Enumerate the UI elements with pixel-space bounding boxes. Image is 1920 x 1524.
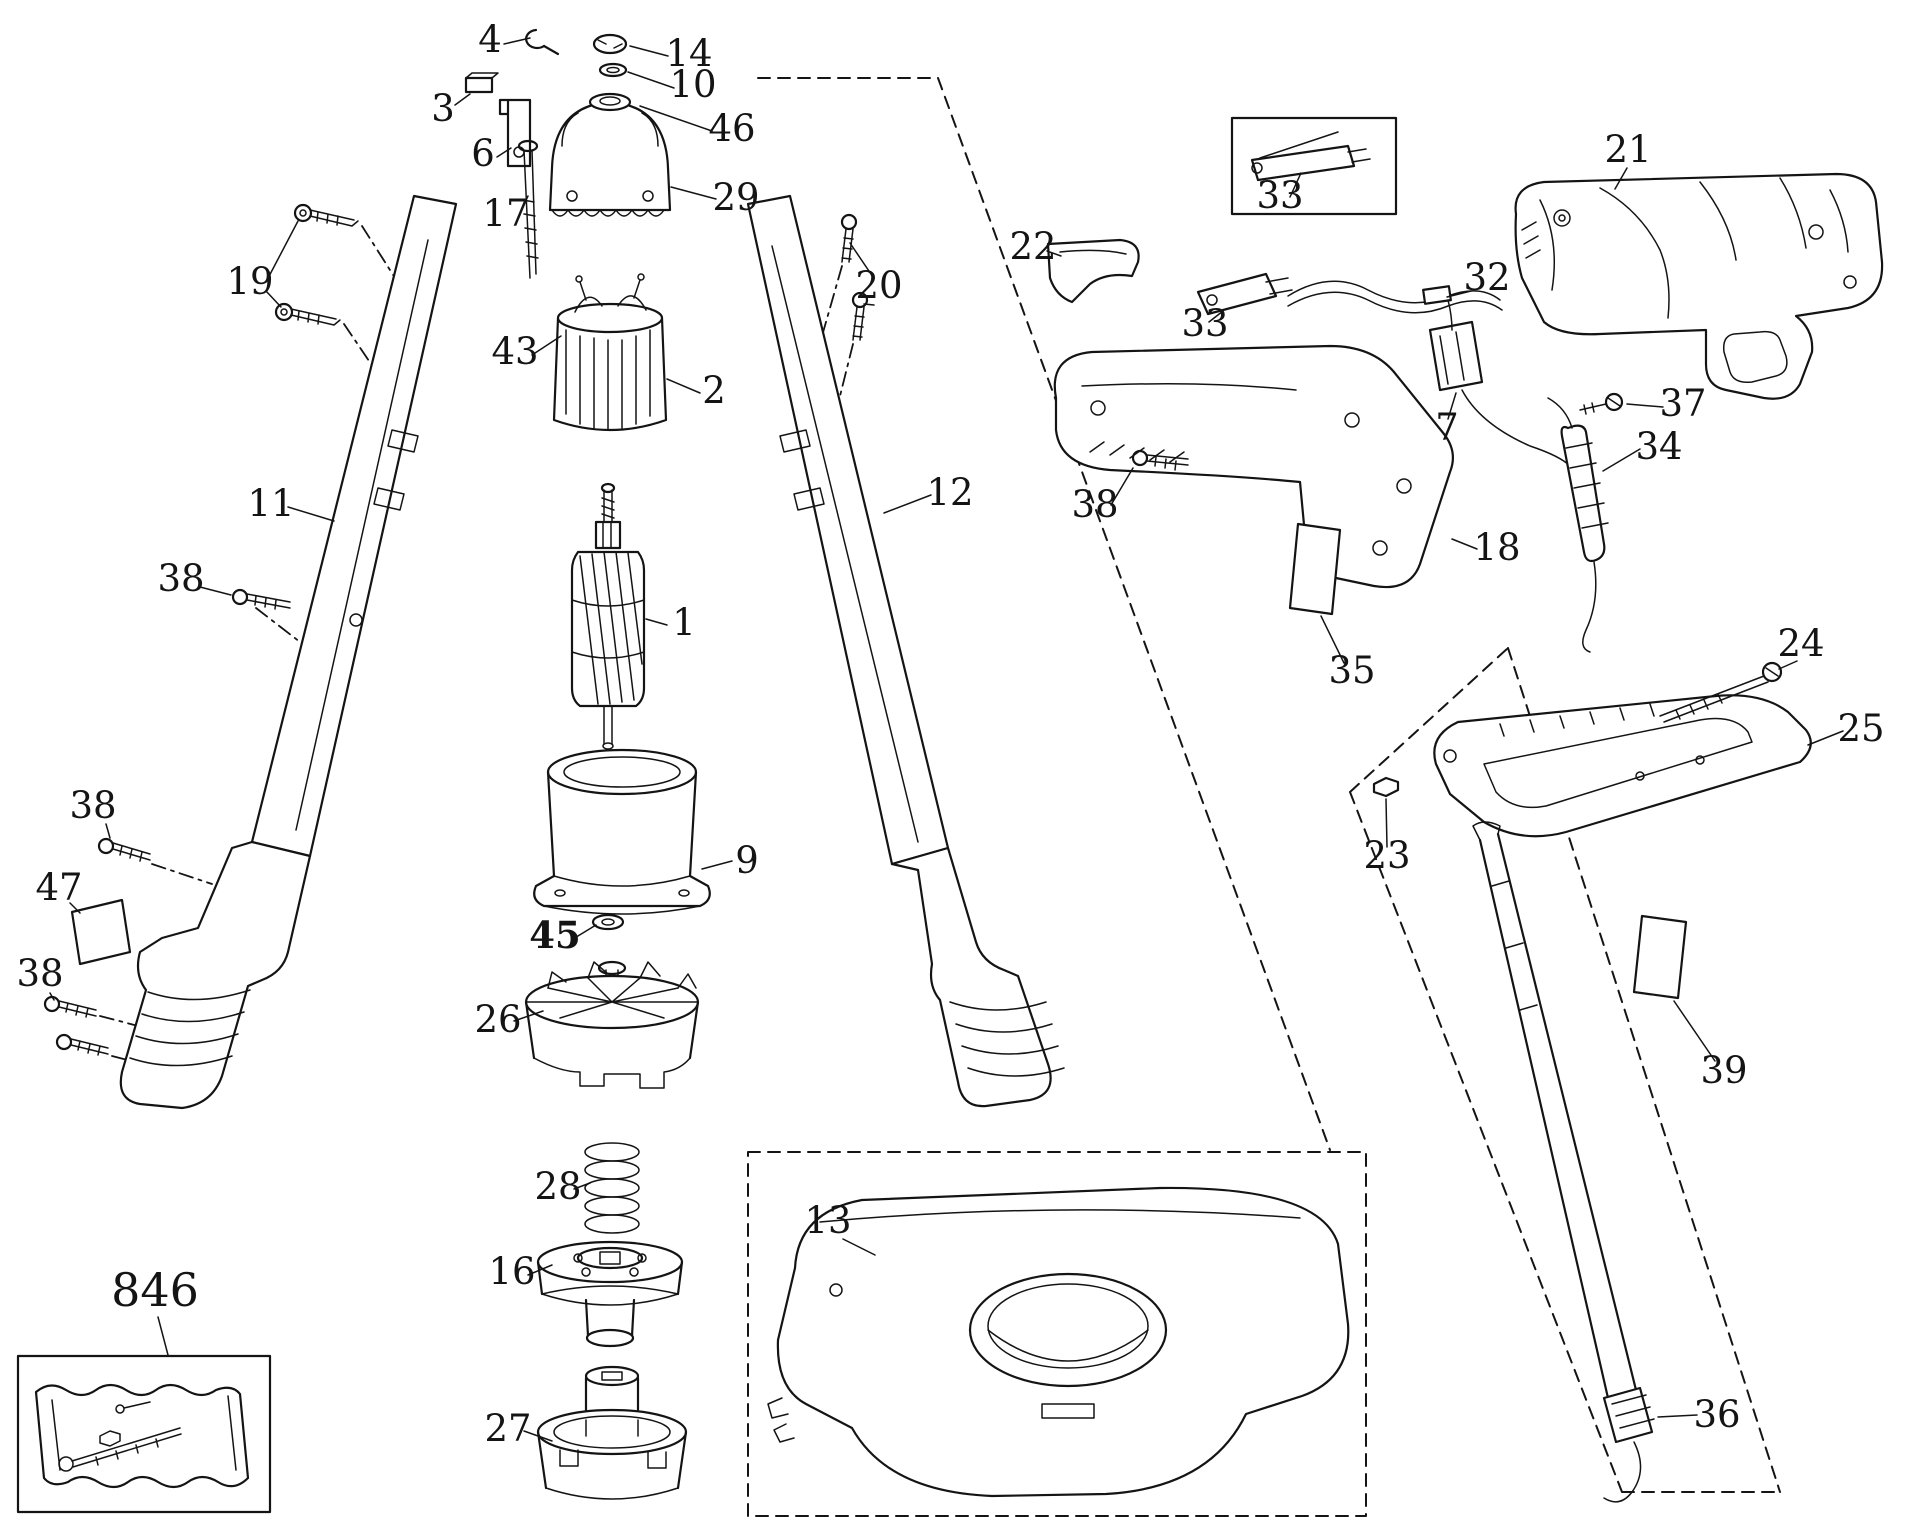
label-sticker-35: [1288, 522, 1342, 616]
part-label-6: 6: [471, 132, 495, 175]
part-label-4: 4: [478, 18, 502, 61]
part-label-37: 37: [1659, 382, 1706, 425]
part-label-11: 11: [247, 482, 294, 525]
motor-housing-21: [1514, 172, 1884, 400]
screws-19: [274, 203, 359, 326]
part-label-17: 17: [482, 192, 529, 235]
part-label-24: 24: [1777, 622, 1824, 665]
label-sticker-47: [70, 898, 132, 966]
part-label-2: 2: [702, 369, 726, 412]
terminal-block-7: [1428, 299, 1571, 467]
switch-inset-box-33: [1230, 116, 1398, 216]
part-label-13: 13: [804, 1199, 851, 1242]
part-label-7: 7: [1435, 406, 1459, 449]
part-label-34: 34: [1635, 425, 1682, 468]
part-label-38-d: 38: [16, 952, 63, 995]
label-sticker-39: [1632, 914, 1688, 1000]
field-stator-2: [552, 273, 668, 432]
screw-38-boot-upper: [97, 837, 151, 862]
part-label-21: 21: [1604, 128, 1651, 171]
part-label-38-c: 38: [69, 784, 116, 827]
part-label-20: 20: [855, 264, 902, 307]
spring-28: [584, 1142, 640, 1234]
part-label-33-a: 33: [1256, 174, 1303, 217]
switch-33: [1196, 272, 1293, 316]
part-label-846: 846: [111, 1263, 199, 1317]
motor-housing-cup-9: [533, 748, 711, 915]
part-label-33-b: 33: [1181, 302, 1228, 345]
part-label-47: 47: [35, 866, 82, 909]
part-label-26: 26: [474, 998, 521, 1041]
motor-end-bell-29: [548, 92, 672, 217]
part-label-19: 19: [226, 260, 273, 303]
screws-38-boot-lower: [43, 995, 109, 1056]
hardware-bag-846: [16, 1354, 272, 1514]
wing-nut-23: [1372, 776, 1400, 798]
lower-shaft-tube: [1472, 821, 1655, 1503]
part-label-16: 16: [488, 1250, 535, 1293]
part-label-38-b: 38: [1071, 483, 1118, 526]
part-label-12: 12: [926, 471, 973, 514]
dashed-guides: [99, 77, 1781, 1493]
shaft-housing-right: [746, 194, 1065, 1108]
spool-16: [536, 1240, 684, 1348]
part-label-39: 39: [1700, 1049, 1747, 1092]
bolt-24: [1659, 661, 1783, 723]
part-label-36: 36: [1693, 1393, 1740, 1436]
trigger-22: [1046, 238, 1140, 304]
screw-38-left-upper: [231, 588, 291, 610]
part-label-14: 14: [665, 32, 712, 75]
bump-knob-27: [536, 1365, 688, 1500]
e-ring-14: [592, 33, 628, 55]
part-label-38-a: 38: [157, 557, 204, 600]
screw-37: [1579, 392, 1624, 415]
part-label-35: 35: [1328, 649, 1375, 692]
part-label-1: 1: [672, 601, 696, 644]
screw-17: [517, 139, 539, 279]
shaft-housing-left: [119, 194, 458, 1110]
washer-45: [591, 913, 625, 931]
part-label-32: 32: [1463, 256, 1510, 299]
part-label-45: 45: [529, 913, 581, 957]
callout-labels: 4 14 10 46 3 6 29 17 19 43 2 20 22 33 21…: [16, 18, 1884, 1450]
fan-26: [524, 960, 700, 1089]
strain-relief-34: [1547, 397, 1609, 653]
guard-housing-13: [747, 1151, 1367, 1517]
cord-set-32: [1287, 280, 1503, 314]
part-label-27: 27: [484, 1407, 531, 1450]
part-label-10: 10: [669, 63, 716, 106]
screw-38-handle: [1131, 449, 1189, 471]
part-label-22: 22: [1009, 225, 1056, 268]
washer-10: [598, 62, 628, 78]
aux-handle-25: [1433, 694, 1812, 838]
part-label-46: 46: [708, 107, 755, 150]
brush-3: [464, 72, 499, 94]
bracket-6: [498, 98, 532, 168]
leader-lines: [49, 37, 1844, 1442]
part-label-18: 18: [1473, 526, 1520, 569]
part-label-23: 23: [1363, 834, 1410, 877]
part-label-25: 25: [1837, 707, 1884, 750]
part-label-9: 9: [735, 839, 759, 882]
part-label-29: 29: [712, 176, 759, 219]
retaining-clip-4: [525, 28, 560, 56]
armature-1: [570, 482, 646, 750]
part-label-28: 28: [534, 1165, 581, 1208]
part-label-3: 3: [431, 87, 455, 130]
handle-housing-18: [1053, 344, 1455, 589]
part-label-43: 43: [491, 330, 538, 373]
